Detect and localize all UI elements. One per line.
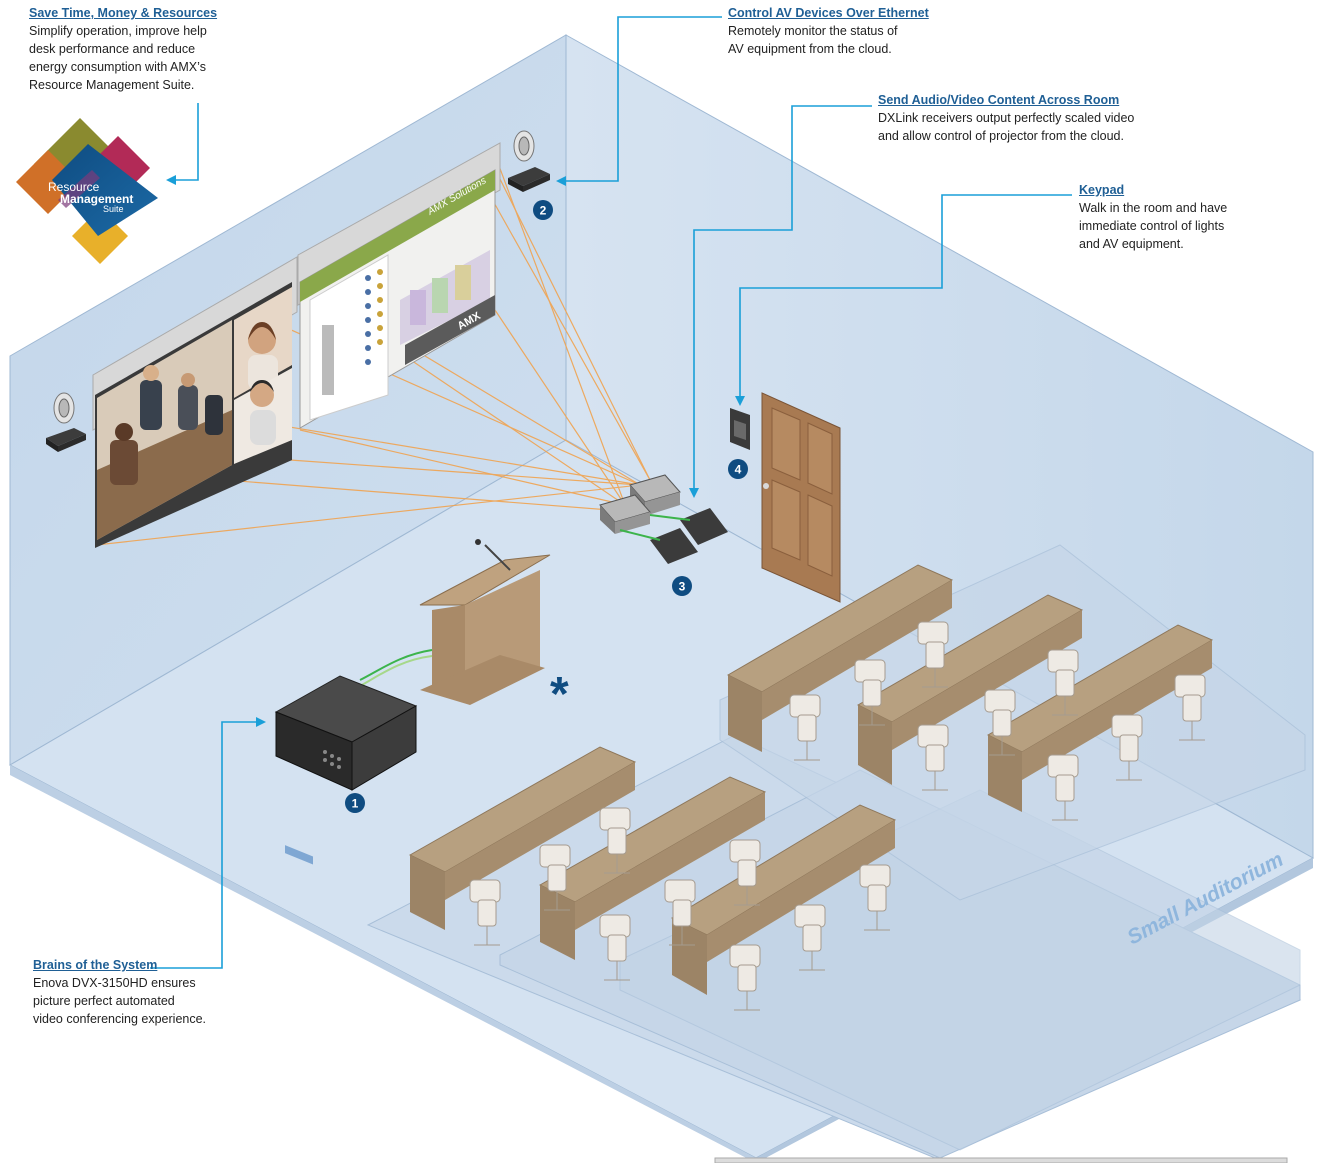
video-screen (92, 256, 298, 548)
callout-keypad: Keypad Walk in the room and have immedia… (1079, 181, 1254, 253)
callout-send-body: DXLink receivers output perfectly scaled… (878, 111, 1135, 143)
door (761, 392, 841, 603)
leader-arrowheads (166, 175, 745, 727)
speaker-left (46, 392, 86, 452)
leader-keypad (739, 194, 1072, 400)
rms-logo-line2: Management (60, 192, 133, 206)
table (538, 776, 767, 960)
badge-1-number: 1 (352, 797, 359, 811)
table (856, 594, 1084, 785)
leader-send (693, 105, 872, 492)
rms-logo-line1: Resource (48, 180, 100, 194)
projectors (599, 474, 681, 534)
floor-edge (10, 765, 756, 1163)
callout-save-resources: Save Time, Money & Resources Simplify op… (29, 4, 229, 94)
table (670, 804, 897, 995)
badge-4: 4 (728, 459, 748, 479)
callout-control-av: Control AV Devices Over Ethernet Remotel… (728, 4, 948, 58)
callout-send-content: Send Audio/Video Content Across Room DXL… (878, 91, 1168, 145)
leader-control (562, 16, 722, 182)
badge-3: 3 (672, 576, 692, 596)
callout-control-title[interactable]: Control AV Devices Over Ethernet (728, 6, 929, 20)
callout-save-body: Simplify operation, improve help desk pe… (29, 24, 207, 92)
badge-3-number: 3 (679, 580, 686, 594)
badge-4-number: 4 (735, 463, 742, 477)
table (408, 746, 637, 930)
callout-brains: Brains of the System Enova DVX-3150HD en… (33, 956, 233, 1028)
keypad (730, 408, 750, 450)
badge-2: 2 (533, 200, 553, 220)
chairs (469, 621, 1206, 1011)
rms-logo-line3: Suite (103, 204, 124, 214)
leader-brains (150, 721, 260, 969)
callout-keypad-title[interactable]: Keypad (1079, 183, 1125, 197)
rms-logo: Resource Management Suite (16, 118, 158, 264)
callout-leaders (150, 16, 1072, 969)
speaker-right (508, 130, 550, 192)
callout-control-body: Remotely monitor the status of AV equipm… (728, 24, 898, 56)
enova-dvx-switcher (274, 675, 418, 865)
podium (359, 539, 551, 705)
callout-keypad-body: Walk in the room and have immediate cont… (1079, 201, 1228, 251)
callout-save-title[interactable]: Save Time, Money & Resources (29, 6, 218, 20)
badge-2-number: 2 (540, 204, 547, 218)
bottom-bar (714, 1157, 1288, 1163)
table (726, 564, 954, 752)
callout-brains-title[interactable]: Brains of the System (33, 958, 158, 972)
asterisk-marker: * (550, 668, 569, 721)
leader-save (172, 103, 199, 181)
presentation-screen: AMX Solutions AMX (297, 142, 501, 429)
seating (408, 564, 1214, 1011)
callout-brains-body: Enova DVX-3150HD ensures picture perfect… (33, 976, 207, 1026)
callout-send-title[interactable]: Send Audio/Video Content Across Room (878, 93, 1120, 107)
dxlink-receivers (619, 508, 728, 564)
table (986, 624, 1214, 812)
badge-1: 1 (345, 793, 365, 813)
